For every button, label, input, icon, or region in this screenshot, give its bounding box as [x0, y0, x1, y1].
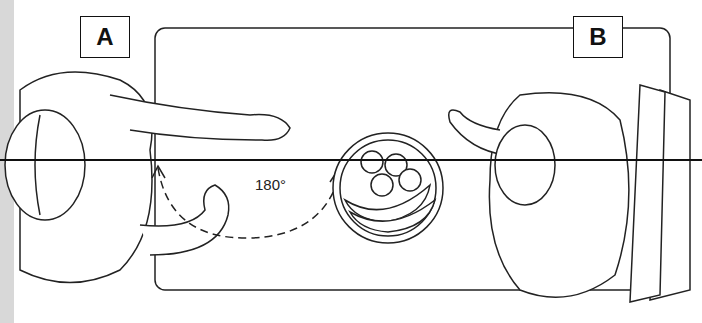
letter-box: B [573, 16, 623, 58]
chair-back [630, 85, 665, 302]
banana [350, 200, 435, 232]
letter-box: A [80, 16, 130, 58]
person-letter: B [589, 23, 606, 51]
fruit [361, 151, 383, 173]
person-a-hair [35, 115, 40, 215]
bowl-inner [340, 140, 436, 236]
person-a-head [5, 110, 85, 220]
person-a [5, 72, 290, 283]
person-b [449, 85, 690, 302]
fruit [399, 169, 421, 191]
person-a-arm-upper [110, 95, 290, 140]
person-letter: A [96, 23, 113, 51]
person-b-arm [449, 110, 505, 155]
rotation-arc [158, 168, 338, 238]
arc-head [152, 166, 165, 178]
fruit-bowl [333, 133, 443, 243]
person-b-body [489, 93, 629, 297]
fruit [371, 174, 393, 196]
angle-label: 180° [255, 176, 286, 193]
person-b-head [495, 125, 555, 205]
midline [0, 159, 702, 161]
bowl-rim [333, 133, 443, 243]
